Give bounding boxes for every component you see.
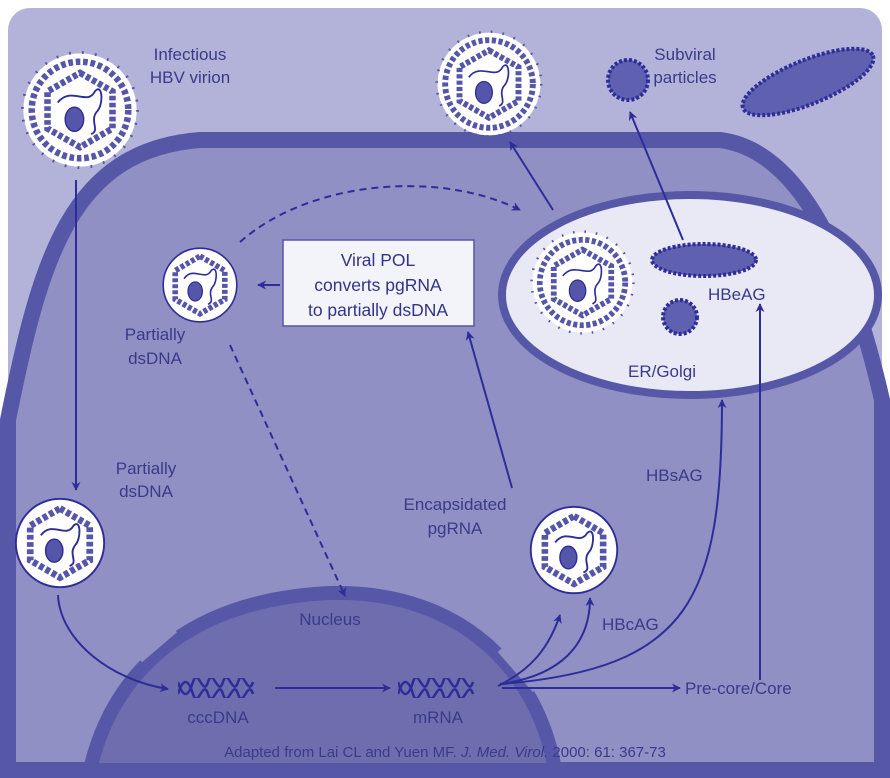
arrows	[57, 111, 765, 693]
partial-left-label-2: dsDNA	[119, 482, 174, 501]
subviral-sphere-icon	[606, 58, 650, 102]
box-line-2: converts pgRNA	[314, 275, 442, 295]
citation-pre: Adapted from Lai CL and Yuen MF.	[224, 744, 461, 761]
er-sphere-icon	[661, 298, 699, 336]
subviral-label-1: Subviral	[654, 45, 715, 64]
partial-left-label-1: Partially	[116, 459, 177, 478]
subviral-label-2: particles	[653, 68, 716, 87]
box-line-3: to partially dsDNA	[308, 300, 448, 320]
mrna-label: mRNA	[413, 708, 464, 727]
box-line-1: Viral POL	[341, 250, 416, 270]
nucleus	[81, 585, 564, 777]
partial-dsdna-capsid-icon	[163, 248, 237, 322]
entry-capsid-icon	[16, 499, 104, 587]
encaps-label-2: pgRNA	[428, 519, 483, 538]
citation-journal: J. Med. Virol.	[460, 744, 548, 761]
encaps-label-1: Encapsidated	[403, 495, 506, 514]
hbcag-label: HBcAG	[602, 615, 659, 634]
viral-pol-box	[282, 239, 475, 327]
er-golgi-label: ER/Golgi	[628, 362, 696, 381]
citation: Adapted from Lai CL and Yuen MF. J. Med.…	[224, 744, 666, 761]
nucleus-label: Nucleus	[299, 610, 360, 629]
hbeag-label: HBeAG	[708, 285, 766, 304]
virion-label-2: HBV virion	[150, 68, 230, 87]
partial-top-label-1: Partially	[125, 325, 186, 344]
precore-label: Pre-core/Core	[685, 679, 792, 698]
citation-post: 2000: 61: 367-73	[548, 744, 666, 761]
subviral-filament-icon	[740, 46, 876, 118]
partial-top-label-2: dsDNA	[128, 349, 183, 368]
hbsag-label: HBsAG	[646, 466, 703, 485]
cccdna-label: cccDNA	[187, 708, 249, 727]
encapsidated-pgrna-icon	[531, 507, 617, 593]
er-filament-icon	[650, 242, 758, 278]
virion-label-1: Infectious	[154, 45, 227, 64]
